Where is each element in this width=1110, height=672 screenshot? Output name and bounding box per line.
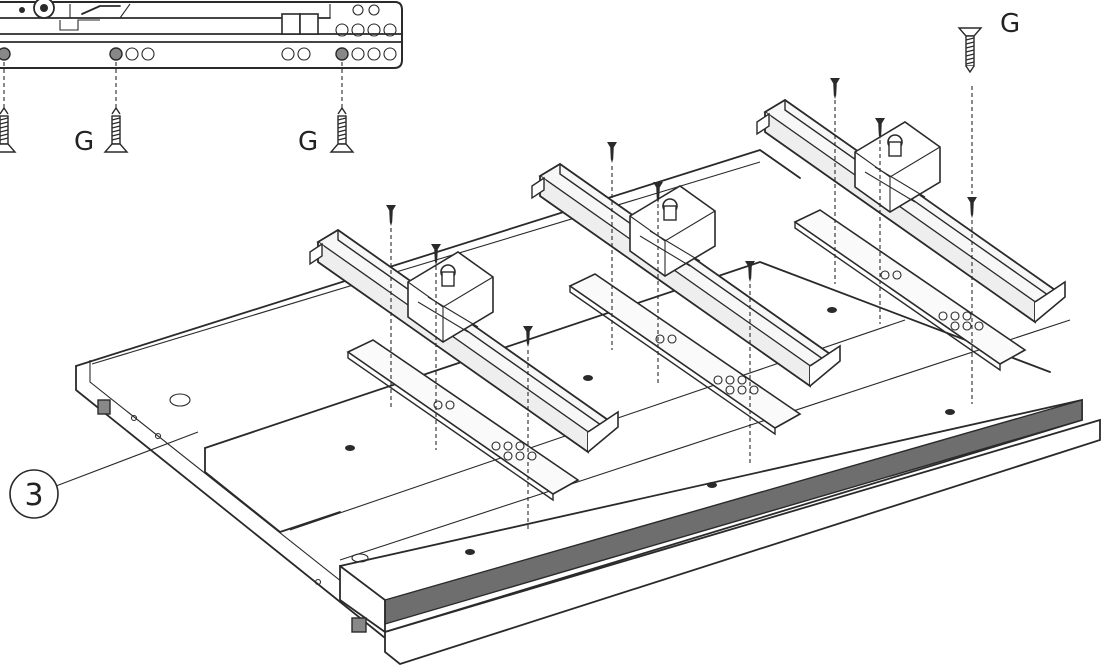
screw-label: G bbox=[298, 127, 318, 157]
part-callout: 3 bbox=[9, 431, 199, 519]
screw-label: G bbox=[74, 127, 94, 157]
dowel-pin bbox=[314, 578, 367, 633]
detail-inset: G G bbox=[0, 0, 403, 157]
countersunk-screw-icon bbox=[958, 27, 982, 73]
inset-screw-icon bbox=[330, 107, 354, 153]
base-panel bbox=[75, 149, 1101, 666]
screw-icon bbox=[607, 142, 617, 163]
inset-screw-icon bbox=[0, 107, 16, 153]
screw-icon bbox=[830, 78, 840, 99]
part-number: 3 bbox=[24, 478, 43, 513]
screw-icon bbox=[967, 197, 977, 218]
screw-label: G bbox=[1000, 9, 1020, 39]
inset-hole-row bbox=[0, 4, 397, 61]
dowel-pin bbox=[97, 399, 162, 440]
screw-icon bbox=[386, 205, 396, 226]
inset-screw-icon bbox=[104, 107, 128, 153]
inset-lock-knob bbox=[19, 0, 55, 19]
rail-screws bbox=[386, 78, 977, 532]
